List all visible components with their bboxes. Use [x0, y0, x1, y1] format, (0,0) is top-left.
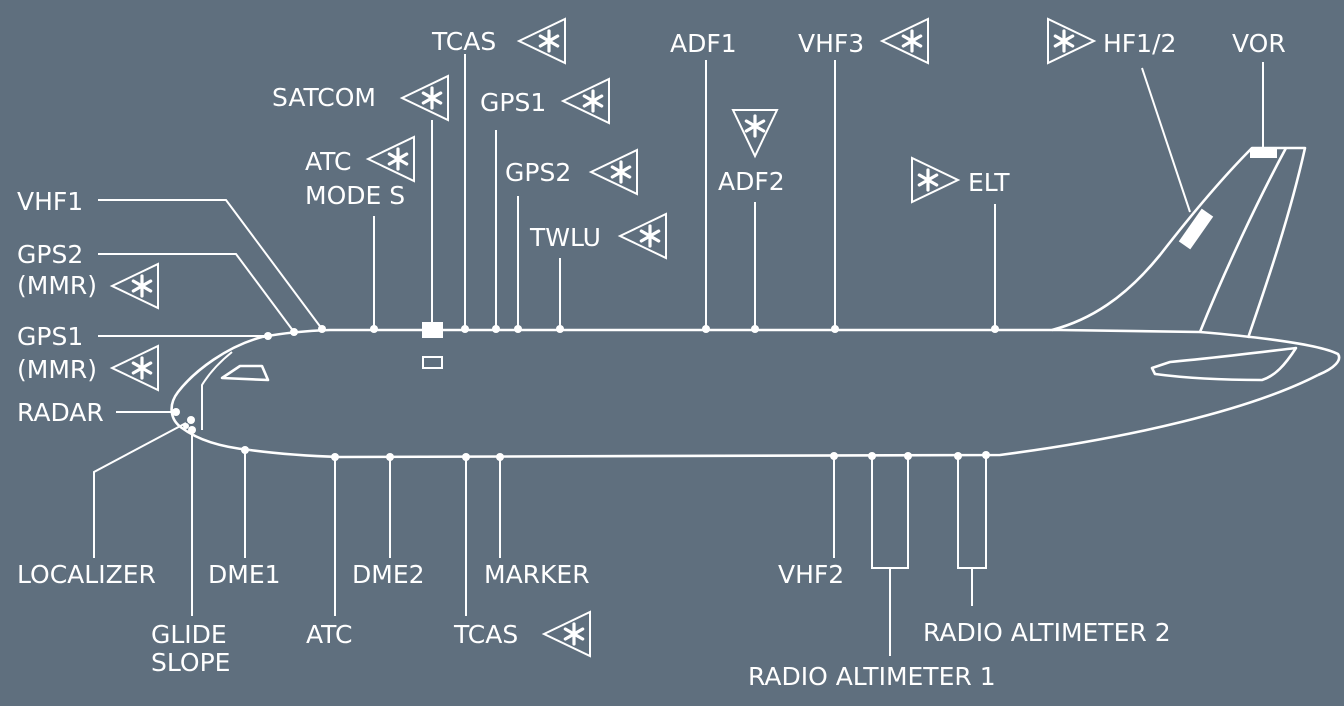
triangle-asterisk-icon: [112, 264, 158, 308]
triangle-asterisk-icon: [912, 158, 958, 202]
label-tcas-bottom: TCAS: [453, 620, 518, 649]
label-localizer: LOCALIZER: [17, 560, 156, 589]
triangle-asterisk-icon: [563, 79, 609, 123]
label-mmr-gps1: (MMR): [17, 355, 97, 384]
label-satcom: SATCOM: [272, 83, 376, 112]
vor-antenna-marker: [1250, 148, 1277, 158]
nose: [170, 335, 263, 452]
label-mmr-gps2: (MMR): [17, 271, 97, 300]
label-mode-s: MODE S: [305, 181, 405, 210]
satcom-lower-marker: [422, 356, 443, 369]
triangle-asterisk-icon: [733, 110, 777, 156]
label-atc-top: ATC: [305, 147, 351, 176]
triangle-asterisk-icon: [112, 346, 158, 390]
label-tcas-top: TCAS: [431, 27, 496, 56]
vertical-stabilizer: [1051, 146, 1307, 339]
label-gps2-mmr: GPS2: [17, 240, 83, 269]
label-atc-bottom: ATC: [306, 620, 352, 649]
triangle-asterisk-icon: [544, 612, 590, 656]
triangle-asterisk-icon: [882, 19, 928, 63]
satcom-antenna-marker: [422, 322, 443, 338]
label-vhf3: VHF3: [798, 29, 864, 58]
label-radio-alt-2: RADIO ALTIMETER 2: [923, 618, 1171, 647]
triangle-asterisk-icon: [1048, 19, 1094, 63]
tail-cone: [1059, 328, 1341, 377]
label-glide: GLIDE: [151, 620, 227, 649]
label-vor: VOR: [1232, 29, 1286, 58]
horizontal-stabilizer: [1150, 346, 1298, 382]
nose-antennas: VHF1 GPS2 (MMR) GPS1 (MMR) RADAR: [17, 187, 326, 427]
triangle-asterisk-icon: [620, 214, 666, 258]
label-radar: RADAR: [17, 398, 104, 427]
triangle-asterisk-icon: [368, 137, 414, 181]
label-gps2-top: GPS2: [505, 158, 571, 187]
label-vhf1: VHF1: [17, 187, 83, 216]
label-elt: ELT: [968, 168, 1010, 197]
bottom-antennas: LOCALIZER GLIDE SLOPE DME1 ATC DME2 TCAS…: [17, 416, 1171, 691]
cockpit-window: [220, 364, 270, 382]
label-vhf2: VHF2: [778, 560, 844, 589]
fuselage-bottom-line: [249, 373, 1319, 459]
label-slope: SLOPE: [151, 648, 230, 677]
label-adf2: ADF2: [718, 167, 785, 196]
label-dme2: DME2: [352, 560, 425, 589]
rudder-line: [1198, 147, 1288, 333]
label-dme1: DME1: [208, 560, 281, 589]
label-marker: MARKER: [484, 560, 590, 589]
cockpit-pillar: [201, 351, 233, 430]
top-antennas: TCAS ADF1 VHF3 HF1/2 VOR SATCOM GPS1 ATC: [272, 19, 1286, 338]
label-twlu: TWLU: [529, 223, 601, 252]
label-hf: HF1/2: [1103, 29, 1176, 58]
triangle-asterisk-icon: [402, 76, 448, 120]
fuselage-top-line: [261, 328, 1060, 339]
label-radio-alt-1: RADIO ALTIMETER 1: [748, 662, 996, 691]
label-adf1: ADF1: [670, 29, 737, 58]
triangle-asterisk-icon: [519, 19, 565, 63]
label-gps1-mmr: GPS1: [17, 322, 83, 351]
hf-antenna-marker: [1178, 208, 1214, 250]
label-gps1-top: GPS1: [480, 88, 546, 117]
triangle-asterisk-icon: [591, 150, 637, 194]
